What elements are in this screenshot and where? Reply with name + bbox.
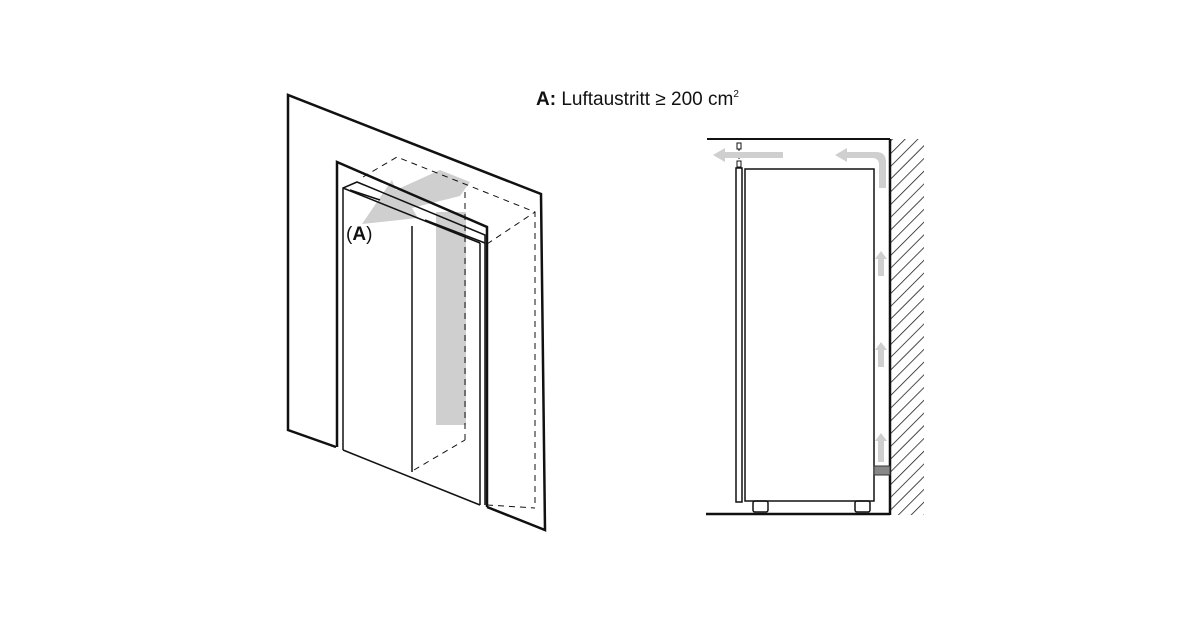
caption-key: A: [536, 89, 557, 110]
callout-a: (A) [346, 224, 372, 246]
vent-grille-top [736, 142, 742, 150]
side-view [706, 138, 924, 516]
paren-open: ( [346, 224, 353, 245]
wall-hatching [890, 139, 924, 515]
door [735, 167, 743, 503]
appliance-front [342, 181, 486, 506]
arrow-exit [713, 148, 783, 162]
arrow-up-3 [875, 433, 887, 462]
niche-opening [335, 160, 489, 507]
vent-grille-bottom [736, 160, 742, 168]
caption-superscript: 2 [733, 89, 739, 100]
wall-outline [286, 93, 547, 532]
isometric-view [286, 93, 547, 532]
bottom-vent [873, 465, 891, 476]
arrow-up-1 [875, 251, 887, 276]
caption-text: Luftaustritt ≥ 200 cm [561, 89, 734, 110]
arrow-corner [835, 148, 886, 188]
appliance-body [744, 168, 875, 502]
paren-close: ) [366, 224, 373, 245]
airflow-vertical [436, 212, 466, 425]
foot-rear [854, 500, 871, 513]
foot-front [752, 500, 769, 513]
recess-outline [362, 156, 536, 509]
airflow-arrows [713, 148, 887, 462]
caption: A: Luftaustritt ≥ 200 cm2 [536, 89, 739, 111]
arrow-up-2 [875, 342, 887, 367]
callout-key: A [352, 224, 367, 245]
